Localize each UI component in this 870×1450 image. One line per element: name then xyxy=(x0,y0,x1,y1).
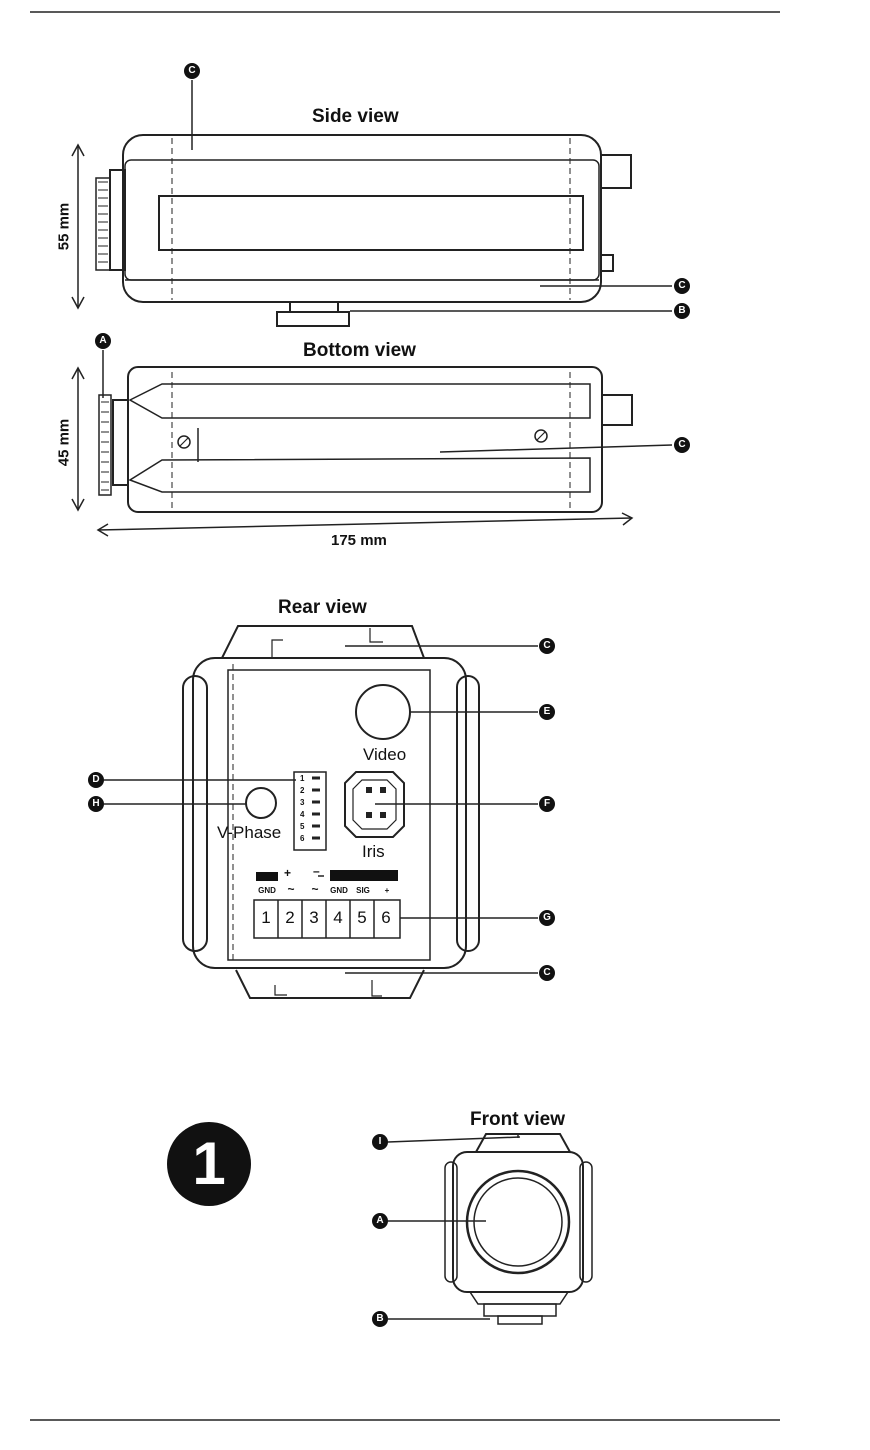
terminal-number: 1 xyxy=(261,908,271,927)
callout-h: H xyxy=(88,796,104,812)
rear-view-drawing xyxy=(104,625,538,999)
figure-number-badge: 1 xyxy=(167,1122,251,1206)
terminal-minus: – xyxy=(313,864,320,878)
terminal-sub-label: GND xyxy=(330,886,348,895)
terminal-sub-label: ~ xyxy=(287,882,295,896)
callout-g: G xyxy=(539,910,555,926)
callout-f: F xyxy=(539,796,555,812)
switch-number: 6 xyxy=(300,834,305,843)
side-view-drawing xyxy=(71,80,672,327)
callout-c-side-top: C xyxy=(184,63,200,79)
callout-b-side: B xyxy=(674,303,690,319)
callout-e: E xyxy=(539,704,555,720)
terminal-sub-label: SIG xyxy=(356,886,370,895)
callout-a: A xyxy=(95,333,111,349)
height-dimension-label: 55 mm xyxy=(55,202,73,251)
rear-view-title: Rear view xyxy=(278,597,367,618)
video-connector-label: Video xyxy=(363,745,407,764)
bottom-view-title: Bottom view xyxy=(303,340,416,361)
terminal-sub-label: GND xyxy=(258,886,276,895)
callout-c-bottom: C xyxy=(674,437,690,453)
terminal-number: 4 xyxy=(333,908,343,927)
callout-d: D xyxy=(88,772,104,788)
terminal-number: 3 xyxy=(309,908,319,927)
length-dimension-label: 175 mm xyxy=(331,532,387,549)
callout-b-front: B xyxy=(372,1311,388,1327)
switch-number: 3 xyxy=(300,798,305,807)
bottom-view-drawing xyxy=(71,366,673,537)
vphase-label: V-Phase xyxy=(217,823,282,842)
iris-connector-label: Iris xyxy=(362,842,385,861)
front-view-drawing xyxy=(387,1133,593,1325)
width-dimension-label: 45 mm xyxy=(55,418,73,467)
terminal-sub-label: + xyxy=(384,886,390,895)
callout-i: I xyxy=(372,1134,388,1150)
side-view-title: Side view xyxy=(312,106,399,127)
callout-c-side-right: C xyxy=(674,278,690,294)
terminal-plus: + xyxy=(284,866,292,880)
terminal-sub-label: ~ xyxy=(311,882,319,896)
switch-number: 5 xyxy=(300,822,305,831)
terminal-number: 6 xyxy=(381,908,391,927)
callout-c-rear-top: C xyxy=(539,638,555,654)
callout-c-rear-bottom: C xyxy=(539,965,555,981)
terminal-number: 2 xyxy=(285,908,295,927)
callout-a-front: A xyxy=(372,1213,388,1229)
terminal-number: 5 xyxy=(357,908,367,927)
front-view-title: Front view xyxy=(470,1109,566,1130)
switch-number: 2 xyxy=(300,786,305,795)
switch-number: 4 xyxy=(300,810,305,819)
switch-number: 1 xyxy=(300,774,305,783)
